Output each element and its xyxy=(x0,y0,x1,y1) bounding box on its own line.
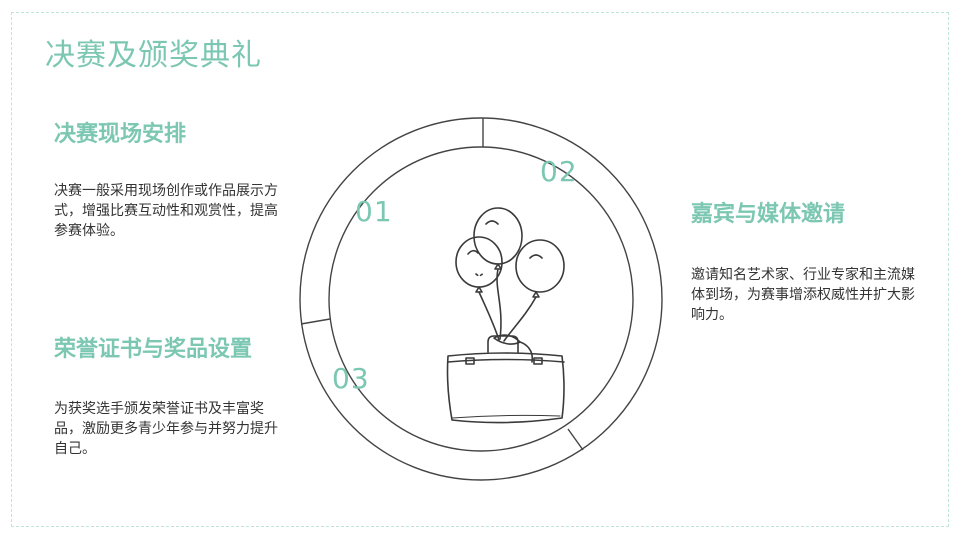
segment-number-03: 03 xyxy=(332,362,370,395)
divider-left xyxy=(300,318,331,325)
page-title: 决赛及颁奖典礼 xyxy=(45,38,262,73)
section-body-certificates-prizes: 为获奖选手颁发荣誉证书及丰富奖品，激励更多青少年参与并努力提升自己。 xyxy=(54,401,278,457)
dashed-frame xyxy=(11,12,949,527)
divider-bottom-right xyxy=(567,428,584,451)
inner-ring xyxy=(328,146,634,452)
balloons-suitcase-icon xyxy=(446,207,565,424)
section-heading-certificates-prizes: 荣誉证书与奖品设置 xyxy=(54,337,253,362)
section-body-guest-media: 邀请知名艺术家、行业专家和主流媒体到场，为赛事增添权威性并扩大影响力。 xyxy=(691,267,915,323)
section-heading-guest-media: 嘉宾与媒体邀请 xyxy=(691,202,846,227)
segment-number-01: 01 xyxy=(355,195,393,228)
section-heading-final-arrangement: 决赛现场安排 xyxy=(54,122,187,147)
ring-diagram xyxy=(299,117,663,481)
segment-number-02: 02 xyxy=(540,155,578,188)
outer-ring xyxy=(299,117,663,481)
section-body-final-arrangement: 决赛一般采用现场创作或作品展示方式，增强比赛互动性和观赏性，提高参赛体验。 xyxy=(54,183,278,239)
